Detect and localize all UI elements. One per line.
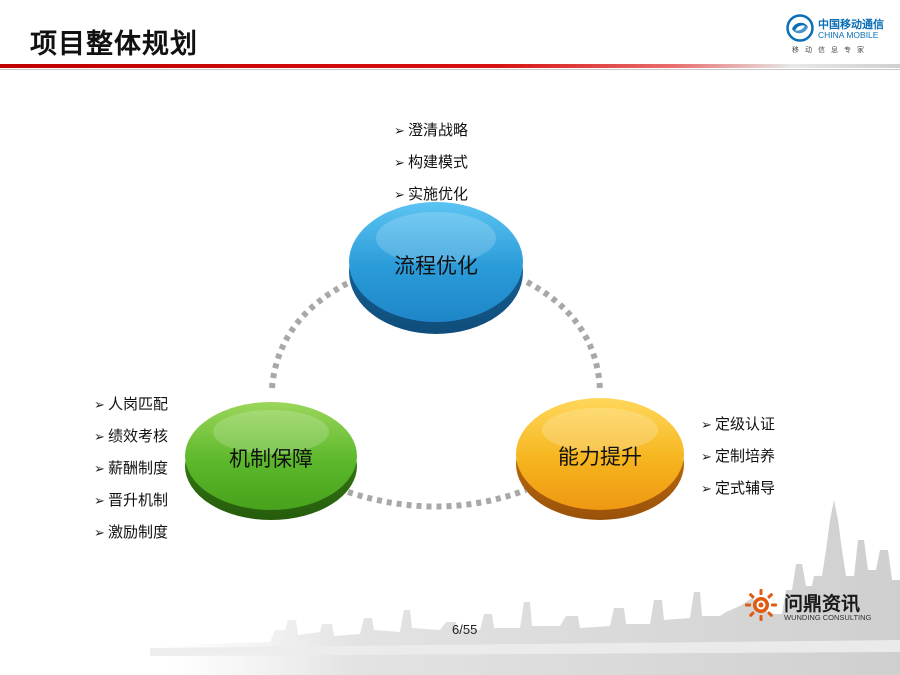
bullet-arrow-icon: ➢ <box>94 526 105 541</box>
node-capability-improvement <box>516 398 684 520</box>
connector-bottom <box>347 487 528 510</box>
bullet-arrow-icon: ➢ <box>94 430 105 445</box>
list-item: ➢薪酬制度 <box>94 453 168 485</box>
bullet-arrow-icon: ➢ <box>94 462 105 477</box>
china-mobile-emblem-icon <box>786 14 814 42</box>
bullet-arrow-icon: ➢ <box>94 398 105 413</box>
wunding-name-cn: 问鼎资讯 <box>784 593 861 615</box>
list-item: ➢定级认证 <box>701 409 775 441</box>
list-item: ➢激励制度 <box>94 517 168 549</box>
list-item: ➢晋升机制 <box>94 485 168 517</box>
list-item: ➢实施优化 <box>394 179 468 211</box>
bullets-capability-improvement: ➢定级认证 ➢定制培养 ➢定式辅导 <box>701 409 775 505</box>
bullet-arrow-icon: ➢ <box>701 418 712 433</box>
connector-top-left <box>269 279 352 389</box>
node-mechanism-guarantee <box>185 402 357 520</box>
bullet-arrow-icon: ➢ <box>394 156 405 171</box>
bullets-mechanism-guarantee: ➢人岗匹配 ➢绩效考核 ➢薪酬制度 ➢晋升机制 ➢激励制度 <box>94 389 168 549</box>
node-process-optimization <box>349 202 523 334</box>
list-item: ➢定式辅导 <box>701 473 775 505</box>
list-item: ➢澄清战略 <box>394 115 468 147</box>
china-mobile-name-en: CHINA MOBILE <box>818 30 879 40</box>
bullet-arrow-icon: ➢ <box>94 494 105 509</box>
list-item: ➢人岗匹配 <box>94 389 168 421</box>
bullet-arrow-icon: ➢ <box>394 124 405 139</box>
node-label-process-optimization: 流程优化 <box>394 254 478 278</box>
china-mobile-name-cn: 中国移动通信 <box>818 18 884 31</box>
list-item: ➢定制培养 <box>701 441 775 473</box>
bullet-arrow-icon: ➢ <box>701 450 712 465</box>
china-mobile-logo: 中国移动通信 CHINA MOBILE 移动信息专家 <box>786 12 896 58</box>
page-title: 项目整体规划 <box>30 29 198 60</box>
wunding-logo: 问鼎资讯 WUNDING CONSULTING <box>744 588 884 624</box>
bullet-arrow-icon: ➢ <box>701 482 712 497</box>
node-label-capability-improvement: 能力提升 <box>558 445 642 469</box>
wunding-name-en: WUNDING CONSULTING <box>784 613 872 622</box>
bullets-process-optimization: ➢澄清战略 ➢构建模式 ➢实施优化 <box>394 115 468 211</box>
list-item: ➢绩效考核 <box>94 421 168 453</box>
list-item: ➢构建模式 <box>394 147 468 179</box>
city-skyline-watermark <box>150 500 900 675</box>
china-mobile-slogan: 移动信息专家 <box>792 46 870 54</box>
node-label-mechanism-guarantee: 机制保障 <box>229 447 313 471</box>
bullet-arrow-icon: ➢ <box>394 188 405 203</box>
header-rule <box>0 64 900 68</box>
header-rule-thin <box>0 69 900 70</box>
connector-top-right <box>525 279 603 393</box>
page-number: 6/55 <box>452 622 478 637</box>
wunding-sun-icon <box>745 589 777 621</box>
